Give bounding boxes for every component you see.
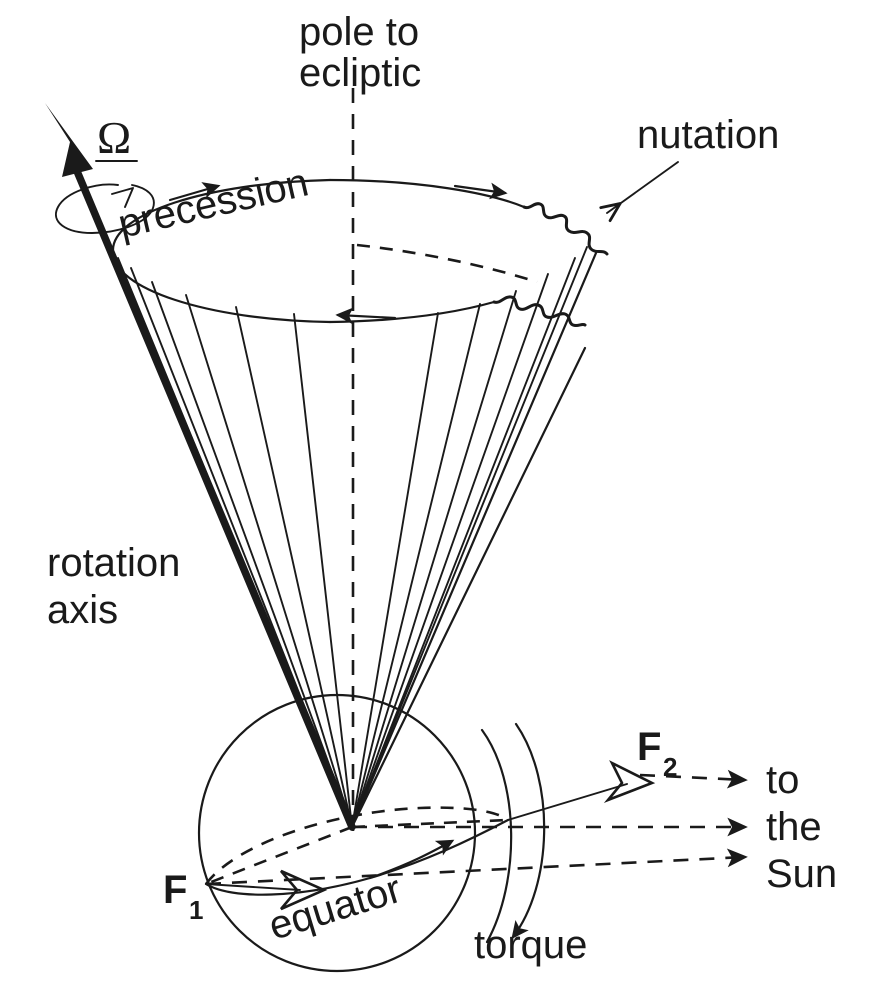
label-pole-to-ecliptic-line1: pole to bbox=[299, 10, 419, 54]
force1-vector bbox=[205, 869, 328, 911]
label-force1-subscript: 1 bbox=[189, 895, 203, 925]
precession-rim-front bbox=[111, 250, 496, 324]
label-force1: F bbox=[163, 868, 187, 912]
label-omega-symbol: Ω bbox=[97, 112, 131, 163]
label-sun-line2: the bbox=[766, 805, 822, 849]
torque-arc-inner bbox=[480, 728, 513, 944]
earth-sphere bbox=[197, 693, 477, 973]
label-torque: torque bbox=[474, 923, 587, 967]
nutation-wavy-back-rim bbox=[522, 202, 609, 256]
label-sun-line1: to bbox=[766, 758, 799, 802]
precession-arrow-back-left bbox=[168, 182, 221, 202]
label-sun-line3: Sun bbox=[766, 852, 837, 896]
torque-arc-outer bbox=[511, 722, 546, 940]
equator-direction-arrow bbox=[368, 839, 455, 880]
precession-arrow-back-right bbox=[453, 182, 508, 200]
equator-radius-dashed-lower bbox=[205, 825, 353, 886]
precession-arrow-front bbox=[335, 307, 397, 325]
nutation-pointer-arrow bbox=[599, 161, 679, 223]
rotation-axis-vector bbox=[45, 103, 356, 831]
sun-ray-lower bbox=[205, 848, 748, 886]
equator-back-dashed bbox=[204, 806, 509, 885]
precession-rim-dashed-radius bbox=[356, 243, 538, 284]
omega-arrowhead-icon bbox=[45, 103, 93, 177]
cone-right-edge bbox=[350, 251, 598, 829]
sun-ray-upper bbox=[639, 769, 748, 789]
label-nutation: nutation bbox=[637, 113, 779, 157]
force2-vector bbox=[507, 760, 656, 821]
label-force2-subscript: 2 bbox=[663, 752, 677, 782]
label-pole-to-ecliptic-line2: ecliptic bbox=[299, 51, 421, 95]
force1-hollow-arrowhead-icon bbox=[280, 869, 328, 911]
label-rotation-axis-line1: rotation bbox=[47, 541, 180, 585]
label-precession: precession bbox=[114, 160, 312, 246]
label-rotation-axis-line2: axis bbox=[47, 588, 118, 632]
nutation-wavy-front-rim bbox=[492, 295, 587, 328]
spin-loop-arrow-icon bbox=[55, 183, 155, 234]
label-force2: F bbox=[637, 725, 661, 769]
force2-hollow-arrowhead-icon bbox=[603, 760, 656, 803]
precession-rim-back bbox=[111, 178, 526, 252]
cone-ruled-lines-right bbox=[351, 246, 588, 828]
